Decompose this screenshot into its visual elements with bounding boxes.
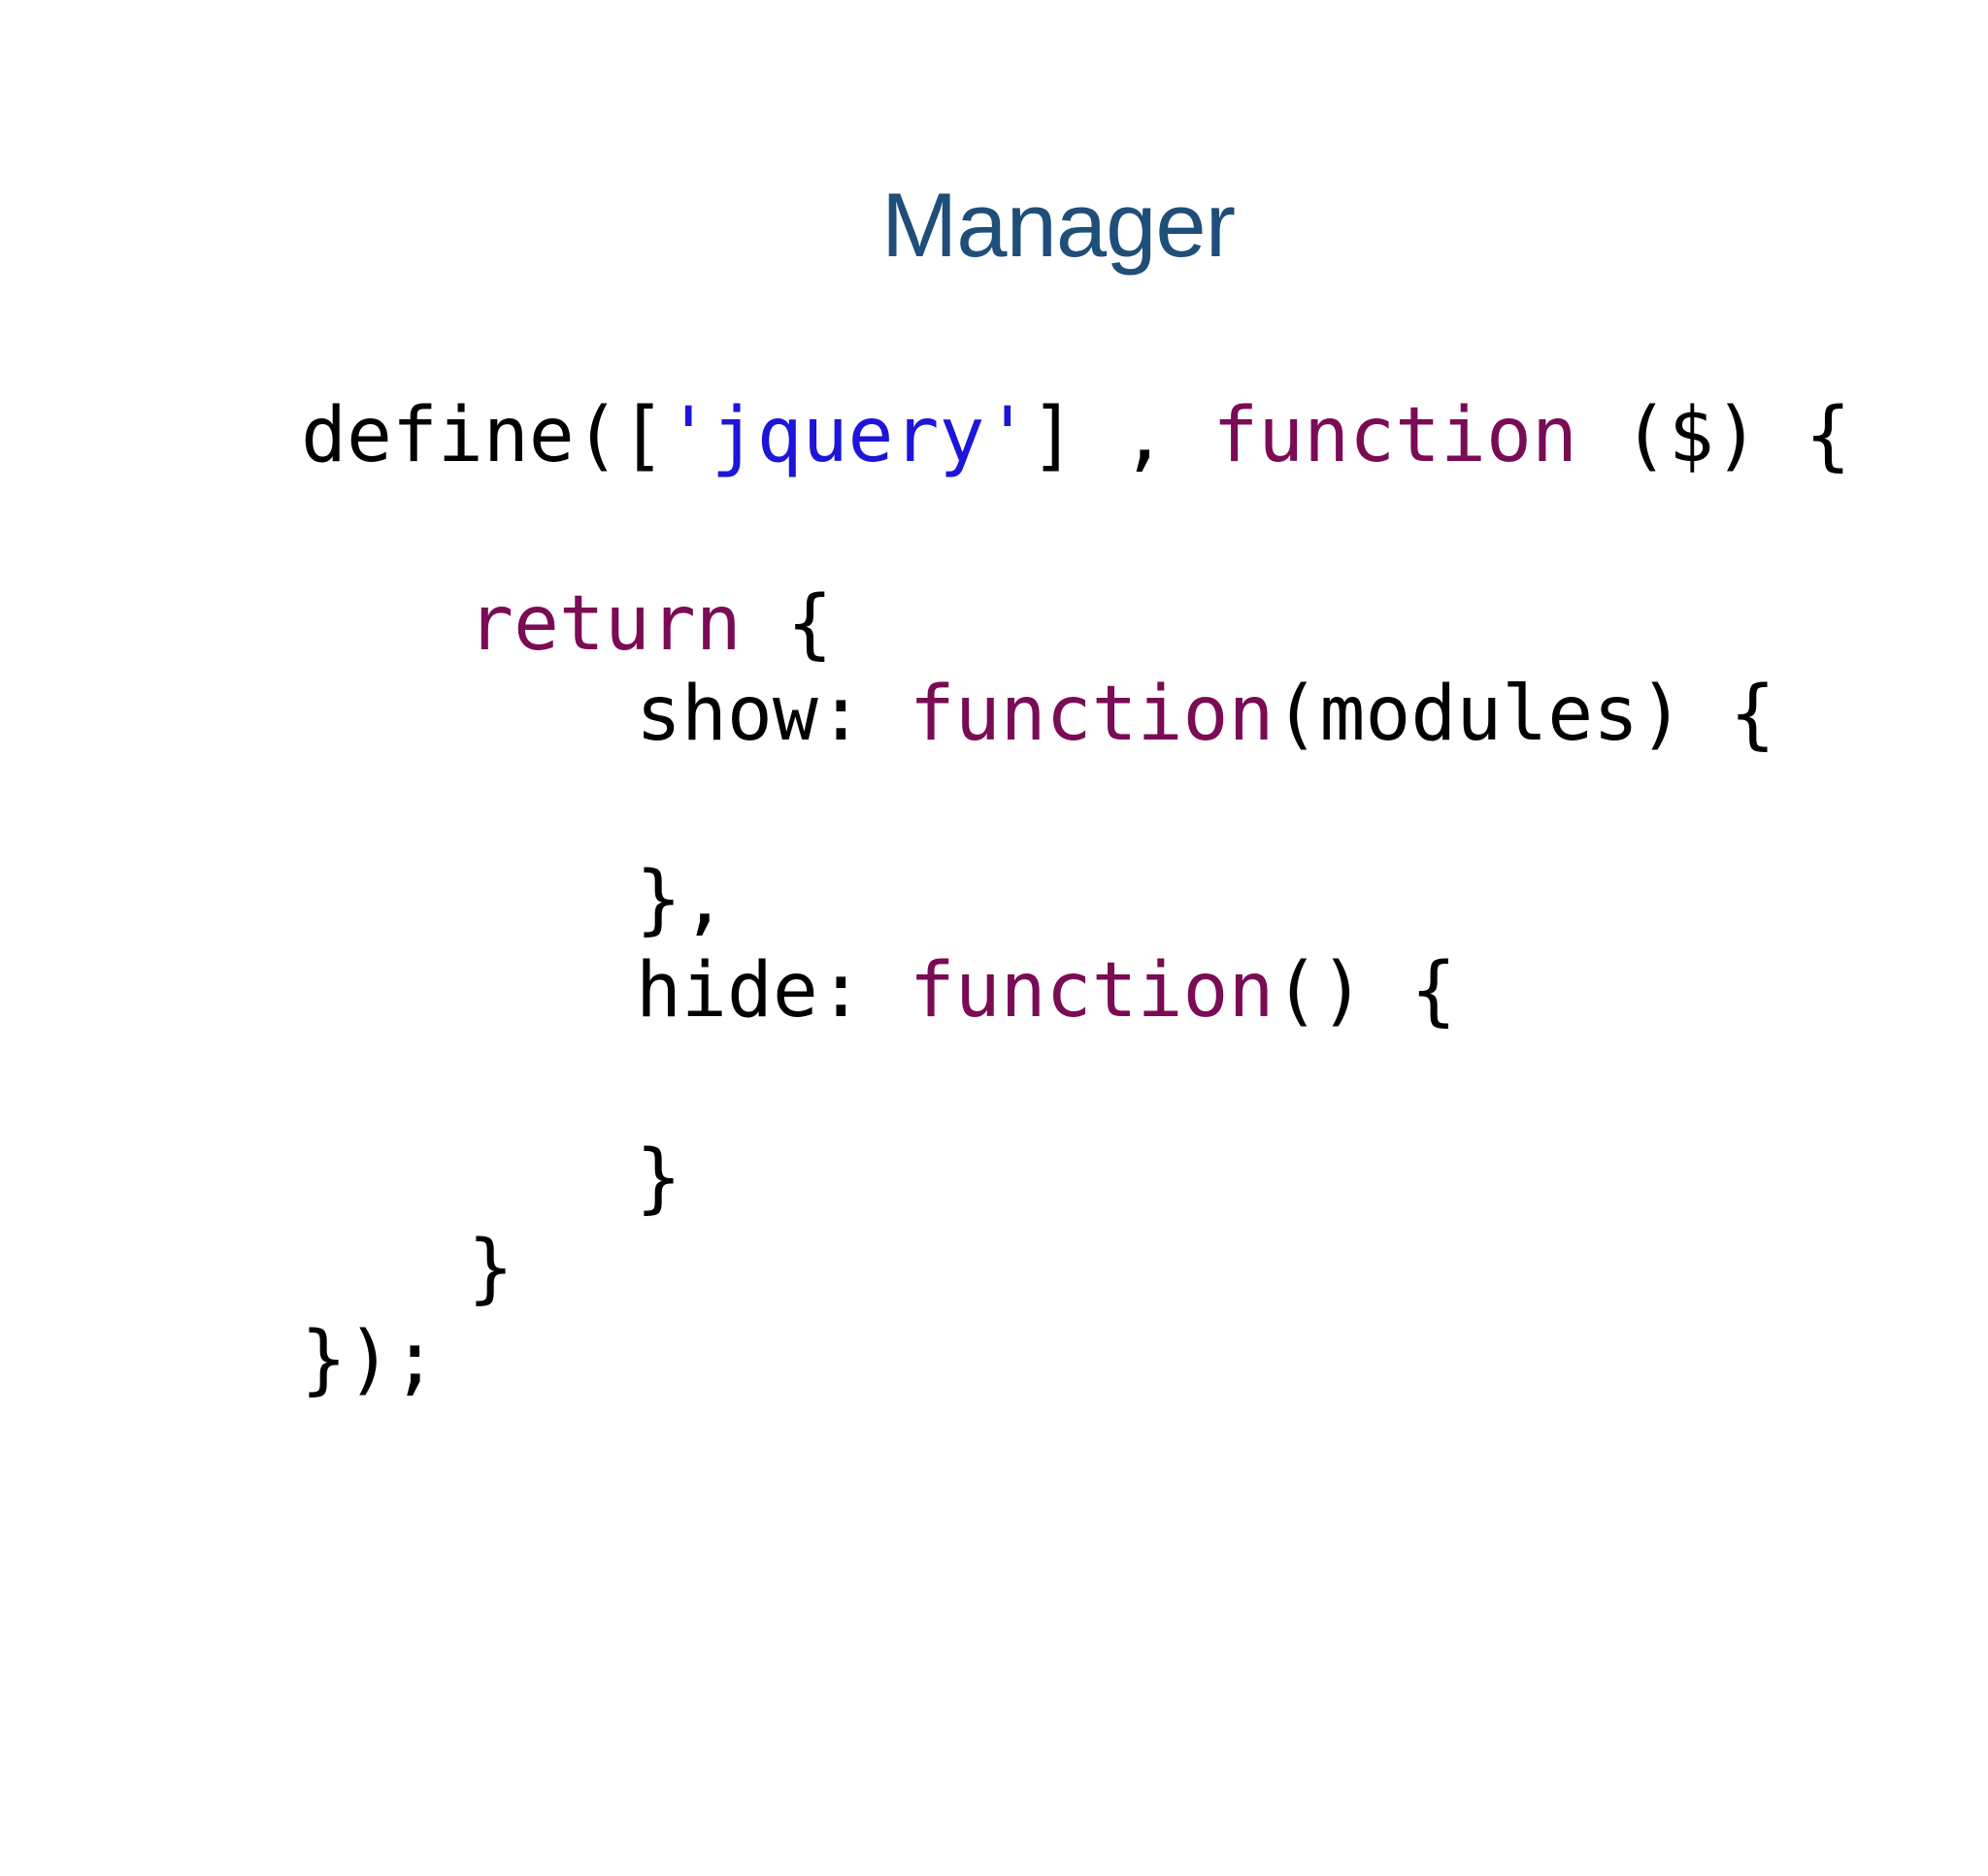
code-line-return-close: }: [468, 1224, 514, 1313]
code-keyword-token: return: [468, 580, 742, 668]
code-keyword-token: function: [909, 947, 1275, 1035]
code-keyword-token: function: [909, 671, 1275, 758]
slide-title: Manager: [881, 174, 1236, 276]
code-token: });: [301, 1316, 438, 1403]
code-token: show:: [636, 671, 910, 758]
code-token: }: [468, 1225, 514, 1312]
code-line-return: return {: [468, 579, 833, 669]
code-line-hide-close: }: [636, 1134, 681, 1223]
code-string-token: 'jquery': [665, 392, 1031, 479]
code-line-show: show: function(modules) {: [636, 670, 1775, 759]
code-token: define([: [301, 392, 666, 479]
code-line-hide: hide: function() {: [636, 946, 1456, 1036]
code-token: hide:: [636, 947, 910, 1035]
slide: Manager define(['jquery'] , function ($)…: [301, 174, 1851, 1403]
code-token: ] ,: [1030, 392, 1213, 479]
code-token: },: [636, 856, 727, 943]
code-token: () {: [1274, 947, 1457, 1035]
code-line-define-close: });: [301, 1315, 438, 1404]
code-line-show-close: },: [636, 855, 727, 944]
code-keyword-token: function: [1212, 392, 1577, 479]
code-token: {: [741, 580, 833, 668]
code-line-define: define(['jquery'] , function ($) {: [301, 391, 1851, 480]
code-token: }: [636, 1135, 681, 1222]
code-token: ($) {: [1576, 392, 1851, 479]
code-block: define(['jquery'] , function ($) { retur…: [301, 391, 1851, 1876]
code-token: (modules) {: [1274, 671, 1776, 758]
